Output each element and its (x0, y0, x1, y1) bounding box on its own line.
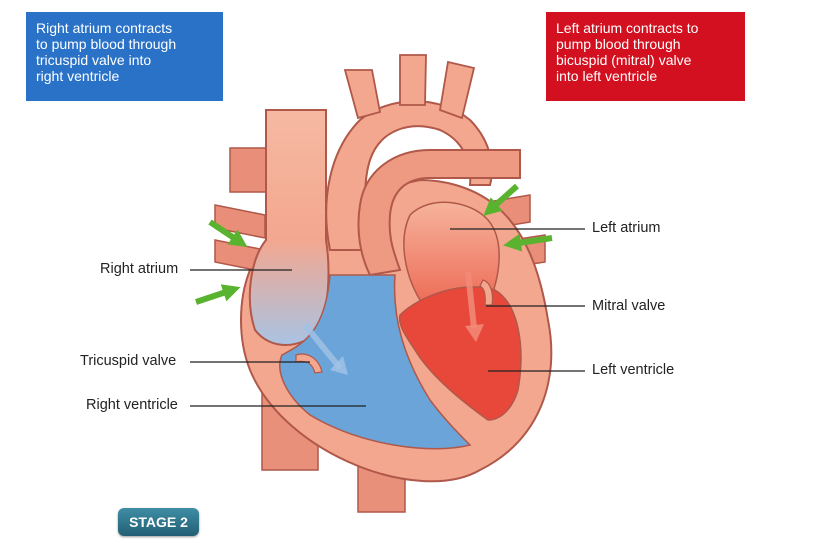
callout-line: bicuspid (mitral) valve (556, 52, 692, 68)
left-atrium-callout: Left atrium contracts to pump blood thro… (546, 12, 745, 101)
left-atrium-chamber (403, 201, 500, 301)
inflow-arrow-3 (483, 183, 519, 216)
right-ventricle-chamber (279, 274, 472, 450)
aortic-branch-2 (399, 54, 427, 106)
aortic-branch-1 (343, 69, 382, 120)
callout-line: Right atrium contracts (36, 20, 173, 36)
inflow-arrow-2 (195, 284, 241, 305)
mitral-valve-shape (479, 279, 494, 306)
callout-line: to pump blood through (36, 36, 177, 52)
inflow-arrow-1 (208, 219, 248, 247)
callout-line: pump blood through (556, 36, 681, 52)
label-right-atrium: Right atrium (100, 261, 179, 277)
blood-flow-arrow-left (465, 271, 477, 329)
callout-line: Left atrium contracts to (556, 20, 699, 36)
right-atrium-callout: Right atrium contracts to pump blood thr… (26, 12, 223, 101)
label-mitral-valve: Mitral valve (592, 298, 666, 314)
aortic-arch (325, 100, 493, 251)
callout-line: tricuspid valve into (36, 52, 152, 68)
blood-flow-arrowhead-left (465, 324, 484, 342)
callout-line: into left ventricle (556, 68, 658, 84)
blood-flow-arrowhead-right (330, 356, 348, 375)
stage-badge: STAGE 2 (118, 508, 199, 536)
pulmonary-trunk (357, 149, 521, 277)
label-left-ventricle: Left ventricle (592, 362, 675, 378)
callout-line: right ventricle (36, 68, 120, 84)
aortic-branch-3 (438, 60, 476, 120)
left-ventricle-chamber (398, 286, 522, 421)
blood-flow-arrow-right (302, 323, 343, 370)
label-left-atrium: Left atrium (592, 220, 661, 236)
label-right-ventricle: Right ventricle (86, 397, 178, 413)
superior-vena-cava (248, 109, 330, 346)
tricuspid-valve-shape (295, 353, 323, 374)
inflow-arrow-4 (503, 233, 553, 252)
label-tricuspid-valve: Tricuspid valve (80, 353, 177, 369)
